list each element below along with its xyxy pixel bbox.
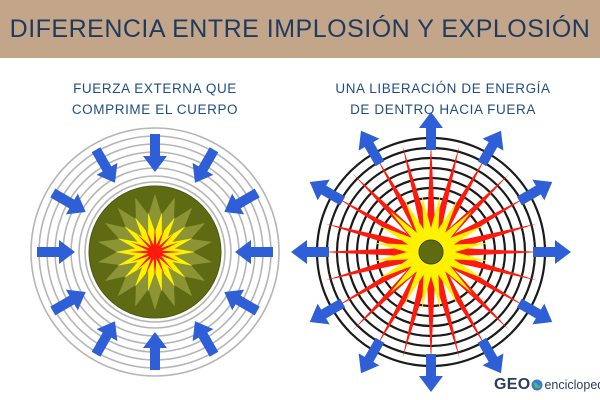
inward-arrow xyxy=(224,289,260,316)
outward-arrow xyxy=(419,354,443,392)
explosion-caption: UNA LIBERACIÓN DE ENERGÍA DE DENTRO HACI… xyxy=(318,78,568,120)
inward-arrow xyxy=(235,240,273,264)
outward-arrow xyxy=(309,298,346,325)
outward-arrow xyxy=(516,179,553,206)
logo-brand: GEO xyxy=(494,376,531,393)
outward-arrow xyxy=(533,240,571,264)
outward-arrow xyxy=(477,337,504,374)
compression-ring xyxy=(30,127,280,377)
outward-arrow xyxy=(309,179,346,206)
explosion-diagram xyxy=(291,112,571,392)
inward-arrow xyxy=(50,289,86,316)
outward-arrow xyxy=(358,337,385,374)
outward-arrow xyxy=(419,112,443,150)
globe-icon xyxy=(531,379,543,391)
inward-arrow xyxy=(143,332,167,370)
red-burst xyxy=(129,226,181,278)
inward-arrow xyxy=(224,188,260,215)
implosion-caption-line-2: COMPRIME EL CUERPO xyxy=(71,102,239,117)
outward-arrow xyxy=(358,130,385,167)
core xyxy=(418,239,444,265)
inward-arrow xyxy=(91,147,118,183)
explosion-caption-line-2: DE DENTRO HACIA FUERA xyxy=(350,102,536,117)
inward-arrow xyxy=(50,188,86,215)
title-banner: DIFERENCIA ENTRE IMPLOSIÓN Y EXPLOSIÓN xyxy=(0,0,600,58)
page-title: DIFERENCIA ENTRE IMPLOSIÓN Y EXPLOSIÓN xyxy=(9,14,591,43)
inward-arrow xyxy=(192,321,219,357)
logo-suffix: enciclopedia xyxy=(544,378,600,392)
implosion-diagram xyxy=(30,127,280,377)
inward-arrow xyxy=(192,147,219,183)
outward-arrow xyxy=(516,298,553,325)
inward-arrow xyxy=(37,240,75,264)
geoenciclopedia-logo: GEO enciclopedia xyxy=(494,376,600,394)
implosion-caption-line-1: FUERZA EXTERNA QUE xyxy=(73,81,237,96)
explosion-caption-line-1: UNA LIBERACIÓN DE ENERGÍA xyxy=(335,81,551,96)
implosion-caption: FUERZA EXTERNA QUE COMPRIME EL CUERPO xyxy=(40,78,270,120)
inward-arrow xyxy=(91,321,118,357)
compression-ring xyxy=(78,175,232,329)
outward-arrow xyxy=(477,130,504,167)
outward-arrow xyxy=(291,240,329,264)
inward-arrow xyxy=(143,134,167,172)
